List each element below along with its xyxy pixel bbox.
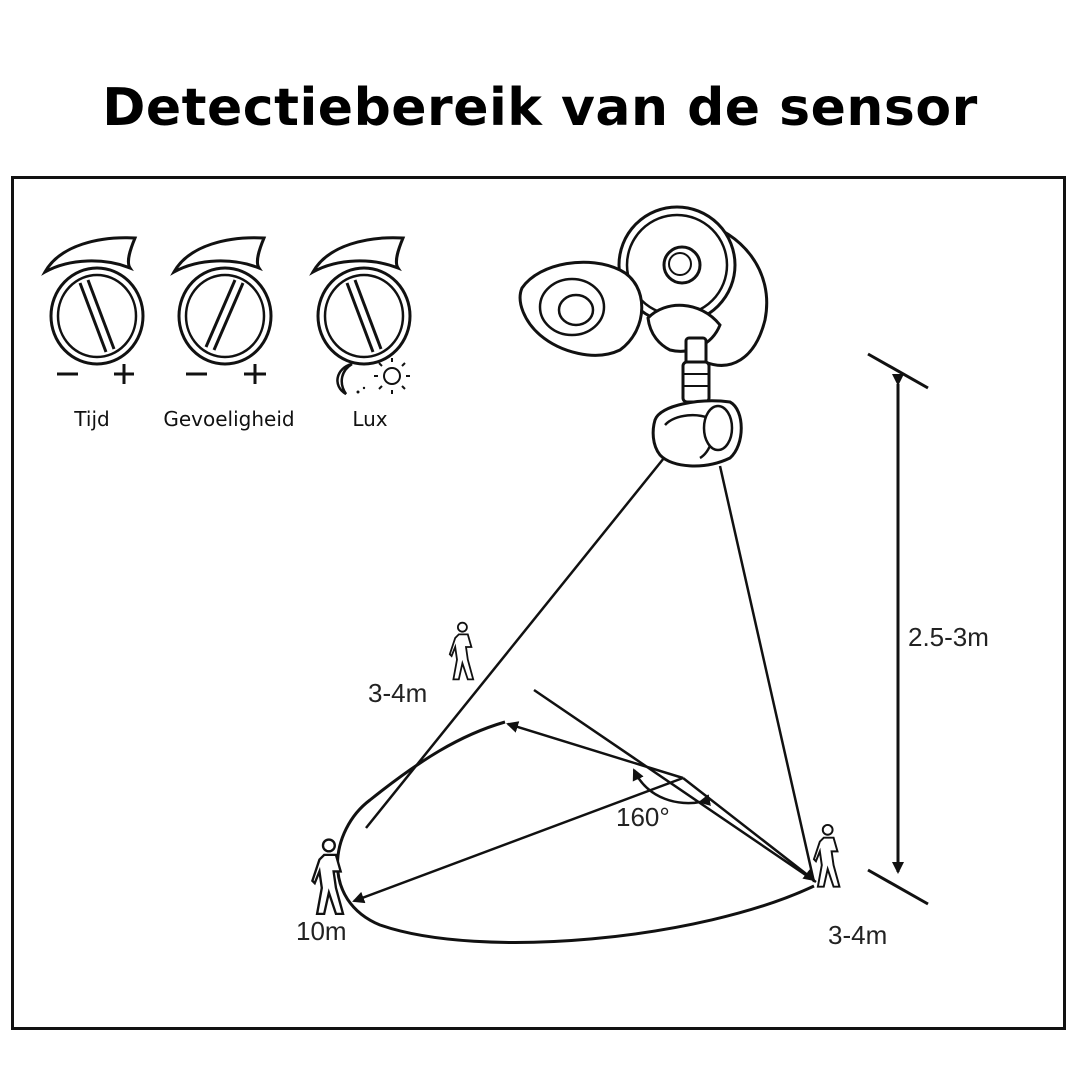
knob-arc-icon xyxy=(41,236,138,276)
lux-knob[interactable] xyxy=(309,236,412,396)
knob-label-time: Tijd xyxy=(74,407,110,431)
sensitivity-knob[interactable] xyxy=(170,236,273,384)
knob-label-lux: Lux xyxy=(352,407,388,431)
angle-label: 160° xyxy=(616,802,670,832)
knob-label-sensitivity: Gevoeligheid xyxy=(163,407,295,431)
knob-arc-icon xyxy=(170,236,267,276)
far-distance-label: 10m xyxy=(296,916,347,946)
sun-icon xyxy=(374,358,410,394)
knob-arc-icon xyxy=(309,236,406,276)
diagram-frame xyxy=(11,176,1066,1030)
near-left-label: 3-4m xyxy=(368,678,428,708)
time-knob[interactable] xyxy=(41,236,145,384)
moon-icon xyxy=(336,362,366,396)
detection-zone xyxy=(336,720,815,944)
near-right-label: 3-4m xyxy=(828,920,888,950)
detection-cone xyxy=(365,457,816,883)
height-dimension xyxy=(867,352,929,906)
height-label: 2.5-3m xyxy=(908,622,989,652)
person-walking-icon xyxy=(311,838,345,916)
page-title: Detectiebereik van de sensor xyxy=(102,78,978,138)
person-walking-icon xyxy=(448,621,475,681)
angle-lines xyxy=(352,688,817,904)
floodlight-fixture xyxy=(518,205,769,468)
person-walking-icon xyxy=(812,823,841,888)
